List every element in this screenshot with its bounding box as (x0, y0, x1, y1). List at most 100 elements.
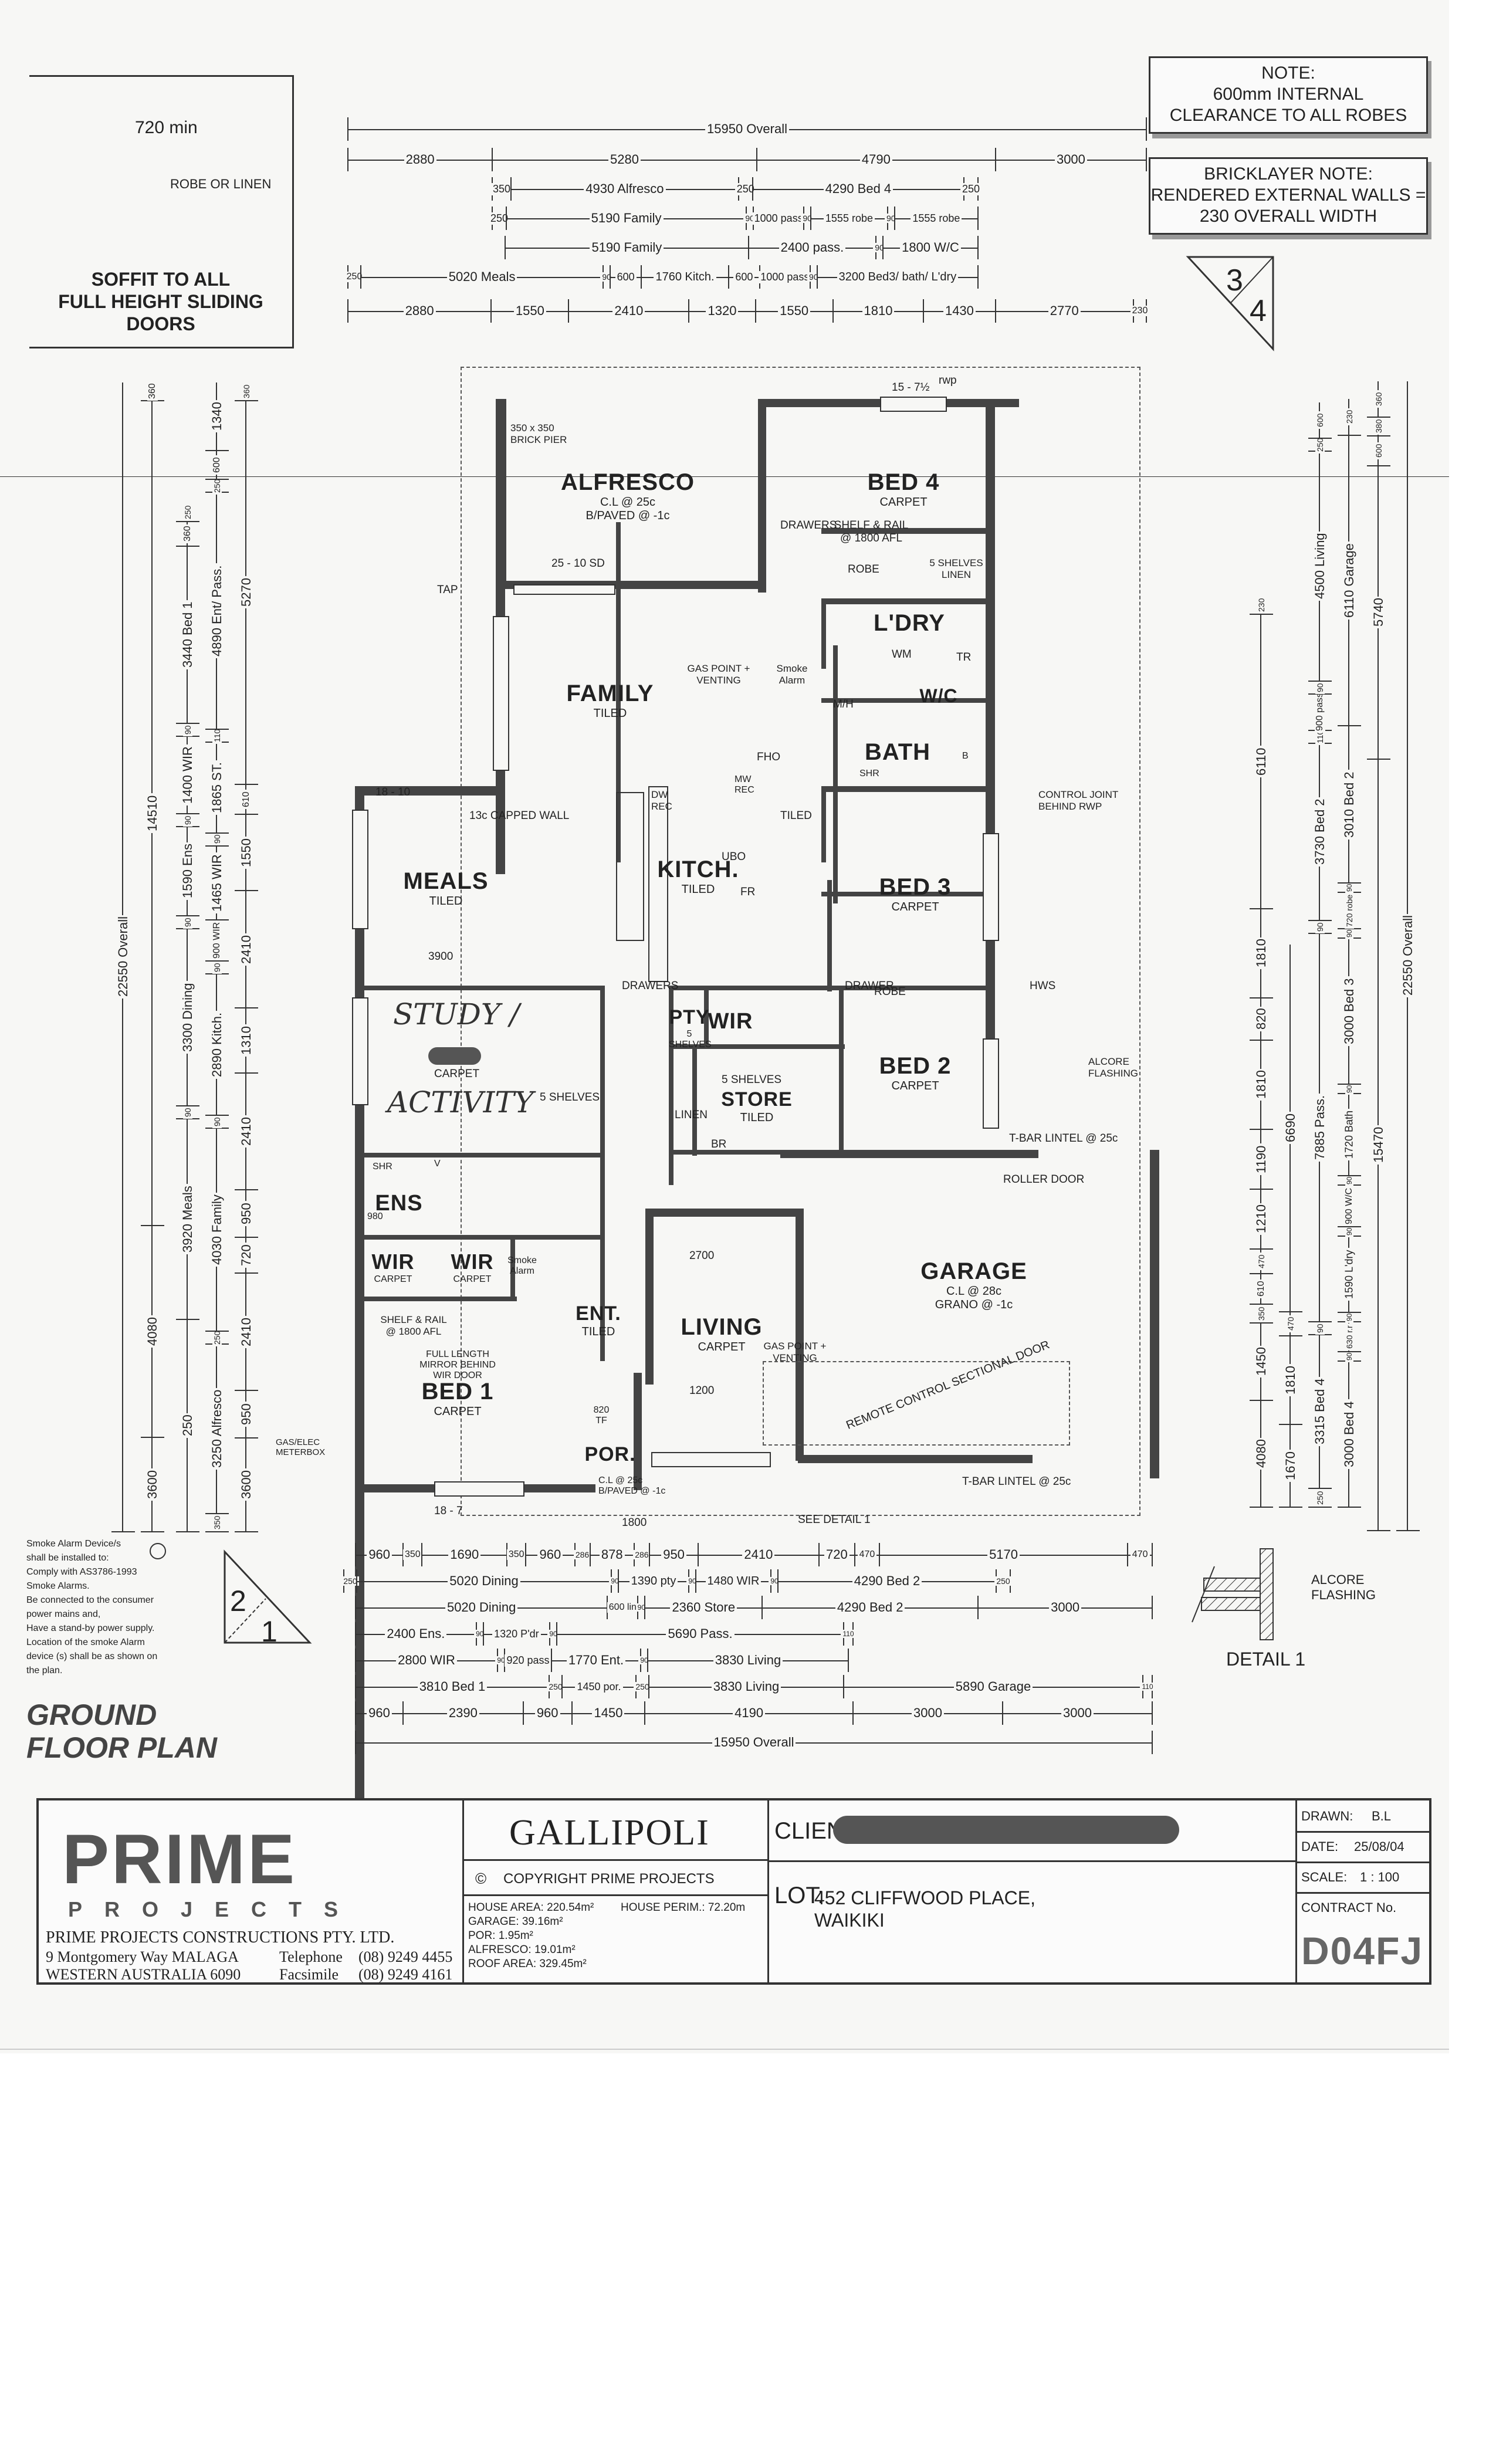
shelf-rail-bed1: SHELF & RAIL @ 1800 AFL (380, 1314, 447, 1337)
copyright-text: COPYRIGHT PRIME PROJECTS (503, 1871, 715, 1887)
bath-tub-label: B (962, 751, 969, 761)
mw-rec-label: MW REC (735, 774, 754, 795)
wall (1150, 1150, 1159, 1478)
right-dim-rooms: 3000 Bed 4 90 630 r.r 90 1590 L'dry 90 9… (1338, 399, 1361, 1508)
vanity-ens-label: V (434, 1159, 441, 1169)
wall (780, 1150, 1038, 1158)
tbar-lintel-bottom: T-BAR LINTEL @ 25c (962, 1475, 1071, 1488)
ens-dim-980: 980 (367, 1211, 383, 1221)
fho-label: FHO (757, 751, 781, 763)
soffit-note: SOFFIT TO ALL FULL HEIGHT SLIDING DOORS (58, 269, 263, 334)
wall (669, 986, 673, 1185)
eaves-line (461, 367, 1140, 1516)
wall (821, 528, 991, 534)
top-dim-overall: 15950 Overall (347, 117, 1147, 141)
room-wc: W/C (919, 685, 958, 706)
control-joint-label: CONTROL JOINT BEHIND RWP (1038, 789, 1119, 812)
wall (758, 399, 766, 593)
left-dim-rooms-b: 250 3920 Meals 90 3300 Dining 90 1590 En… (176, 383, 199, 1532)
wall (833, 645, 838, 903)
wall (616, 522, 621, 862)
telephone-label: Telephone (279, 1948, 343, 1965)
bottom-dim-wir-living: 2800 WIR 90 920 pass 1770 Ent. 90 3830 L… (355, 1649, 854, 1672)
redacted-dining-label (428, 1047, 481, 1065)
window-bed4 (880, 397, 947, 412)
section-marker-d: 1 (261, 1615, 277, 1648)
bottom-dim-dining-bed2: 250 5020 Dining 90 1390 pty 90 1480 WIR … (341, 1569, 1012, 1593)
smoke-alarm-family: Smoke Alarm (776, 663, 808, 686)
smoke-alarm-entry: Smoke Alarm (507, 1255, 537, 1276)
sliding-door-alfresco (513, 584, 615, 595)
contract-number: D04FJ (1301, 1929, 1424, 1972)
room-pantry: PTY 5 SHELVES (669, 1006, 712, 1050)
drawn-value: B.L (1372, 1809, 1392, 1823)
copyright-icon: © (475, 1870, 487, 1887)
handwritten-activity: ACTIVITY (387, 1085, 534, 1119)
linen-label: LINEN (675, 1109, 708, 1121)
wall (692, 1044, 697, 1156)
room-bed2: BED 2 CARPET (879, 1053, 952, 1092)
wall (821, 786, 991, 792)
porch-finish: C.L @ 25c B/PAVED @ -1c (598, 1475, 666, 1496)
wall (839, 986, 844, 1156)
wall (986, 399, 995, 1126)
company-address-2: WESTERN AUSTRALIA 6090 (46, 1966, 241, 1983)
fax-label: Facsimile (279, 1966, 339, 1983)
wall (704, 986, 709, 1044)
window-study (352, 997, 368, 1105)
drawing-sheet: 720 min ROBE OR LINEN SOFFIT TO ALL FULL… (0, 0, 1449, 2053)
right-dim-pass: 250 3315 Bed 4 90 7885 Pass. 90 3730 Bed… (1308, 381, 1332, 1508)
room-family: FAMILY TILED (566, 681, 654, 720)
bottom-dim-ens-pass: 2400 Ens. 90 1320 P'dr 90 5690 Pass. 110 (355, 1622, 856, 1646)
kitchen-island (616, 792, 644, 941)
bottom-dim-openings: 960 350 1690 350 960 286 878 286 950 241… (355, 1543, 1153, 1566)
gas-point-family: GAS POINT + VENTING (687, 663, 750, 686)
robe-bed3-label: ROBE (874, 986, 906, 998)
store-shelves-label: 5 SHELVES (722, 1074, 782, 1086)
scale-label: SCALE: (1301, 1870, 1348, 1884)
wall (669, 986, 845, 990)
top-dim-family-wc: 5190 Family 2400 pass. 90 1800 W/C (505, 236, 979, 259)
room-living: LIVING CARPET (681, 1314, 763, 1353)
soffit-robe-label: ROBE OR LINEN (170, 177, 272, 191)
section-marker-2-1 (224, 1549, 312, 1644)
garage-area: GARAGE: 39.16m² (468, 1915, 563, 1928)
window-bed1 (434, 1481, 524, 1497)
fold-line (0, 476, 1449, 477)
tbar-lintel-top: T-BAR LINTEL @ 25c (1009, 1132, 1118, 1145)
kitchen-bench (648, 786, 668, 982)
wall (669, 1044, 845, 1049)
contract-label: CONTRACT No. (1301, 1900, 1397, 1915)
bottom-dim-dining-store: 5020 Dining 600 lin 90 2360 Store 4290 B… (355, 1596, 1153, 1619)
section-marker-b: 4 (1250, 294, 1267, 328)
window-family (493, 616, 509, 771)
room-store: STORE TILED (721, 1088, 793, 1124)
alfresco-area: ALFRESCO: 19.01m² (468, 1944, 576, 1956)
design-panel: GALLIPOLI © COPYRIGHT PRIME PROJECTS HOU… (462, 1800, 769, 1982)
date-value: 25/08/04 (1354, 1839, 1404, 1854)
roller-door-label: ROLLER DOOR (1003, 1173, 1085, 1186)
wall (634, 1373, 642, 1490)
bricklayer-note: BRICKLAYER NOTE: RENDERED EXTERNAL WALLS… (1149, 157, 1428, 235)
soffit-detail: 720 min ROBE OR LINEN SOFFIT TO ALL FULL… (29, 75, 294, 348)
top-dim-alfresco-bed4: 350 4930 Alfresco 250 4290 Bed 4 250 (490, 177, 982, 201)
company-logo-sub: PROJECTS (68, 1897, 361, 1921)
wall (796, 1209, 804, 1461)
shr-ens-label: SHR (373, 1162, 392, 1172)
wall (510, 1235, 515, 1299)
porch-area: POR: 1.95m² (468, 1930, 533, 1942)
meterbox-label: GAS/ELEC METERBOX (276, 1437, 326, 1457)
mirror-label: FULL LENGTH MIRROR BEHIND WIR DOOR (419, 1349, 496, 1380)
drawing-title: GROUND FLOOR PLAN (26, 1698, 217, 1764)
linen-shelves-label: 5 SHELVES LINEN (929, 557, 983, 580)
fax-value: (08) 9249 4161 (358, 1966, 453, 1983)
hws-label: HWS (1030, 980, 1056, 992)
wall (645, 1209, 804, 1217)
room-wir-a: WIR CARPET (371, 1250, 415, 1284)
window-bed4-label: 15 - 7½ (892, 381, 930, 394)
mh-label: M/H (833, 698, 854, 710)
left-dim-main: 3600 4080 14510 360 (141, 381, 164, 1532)
shr-bath-label: SHR (859, 769, 879, 779)
wall (496, 399, 506, 581)
design-name: GALLIPOLI (509, 1813, 710, 1853)
